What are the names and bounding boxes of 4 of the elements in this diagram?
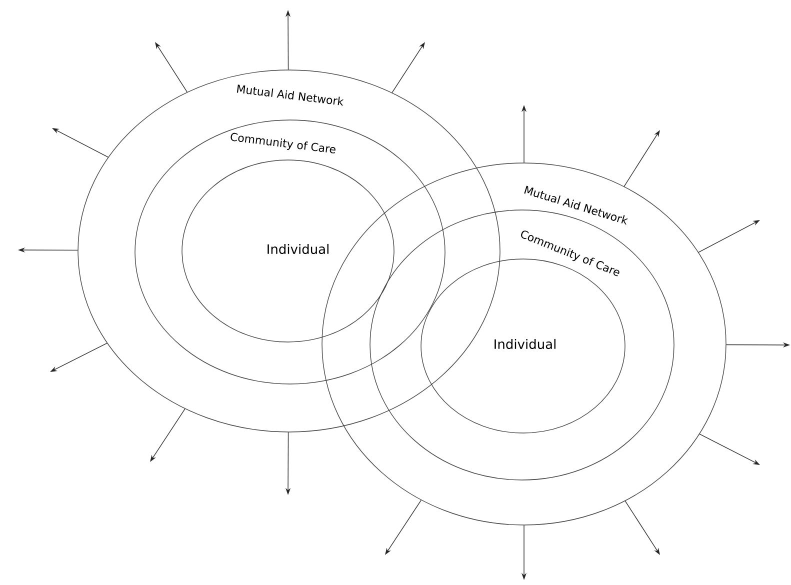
ring-label: Mutual Aid Network <box>236 84 344 106</box>
ring-label: Community of Care <box>230 132 336 154</box>
ring-label: Individual <box>268 244 328 254</box>
ring-label: Individual <box>494 338 556 350</box>
